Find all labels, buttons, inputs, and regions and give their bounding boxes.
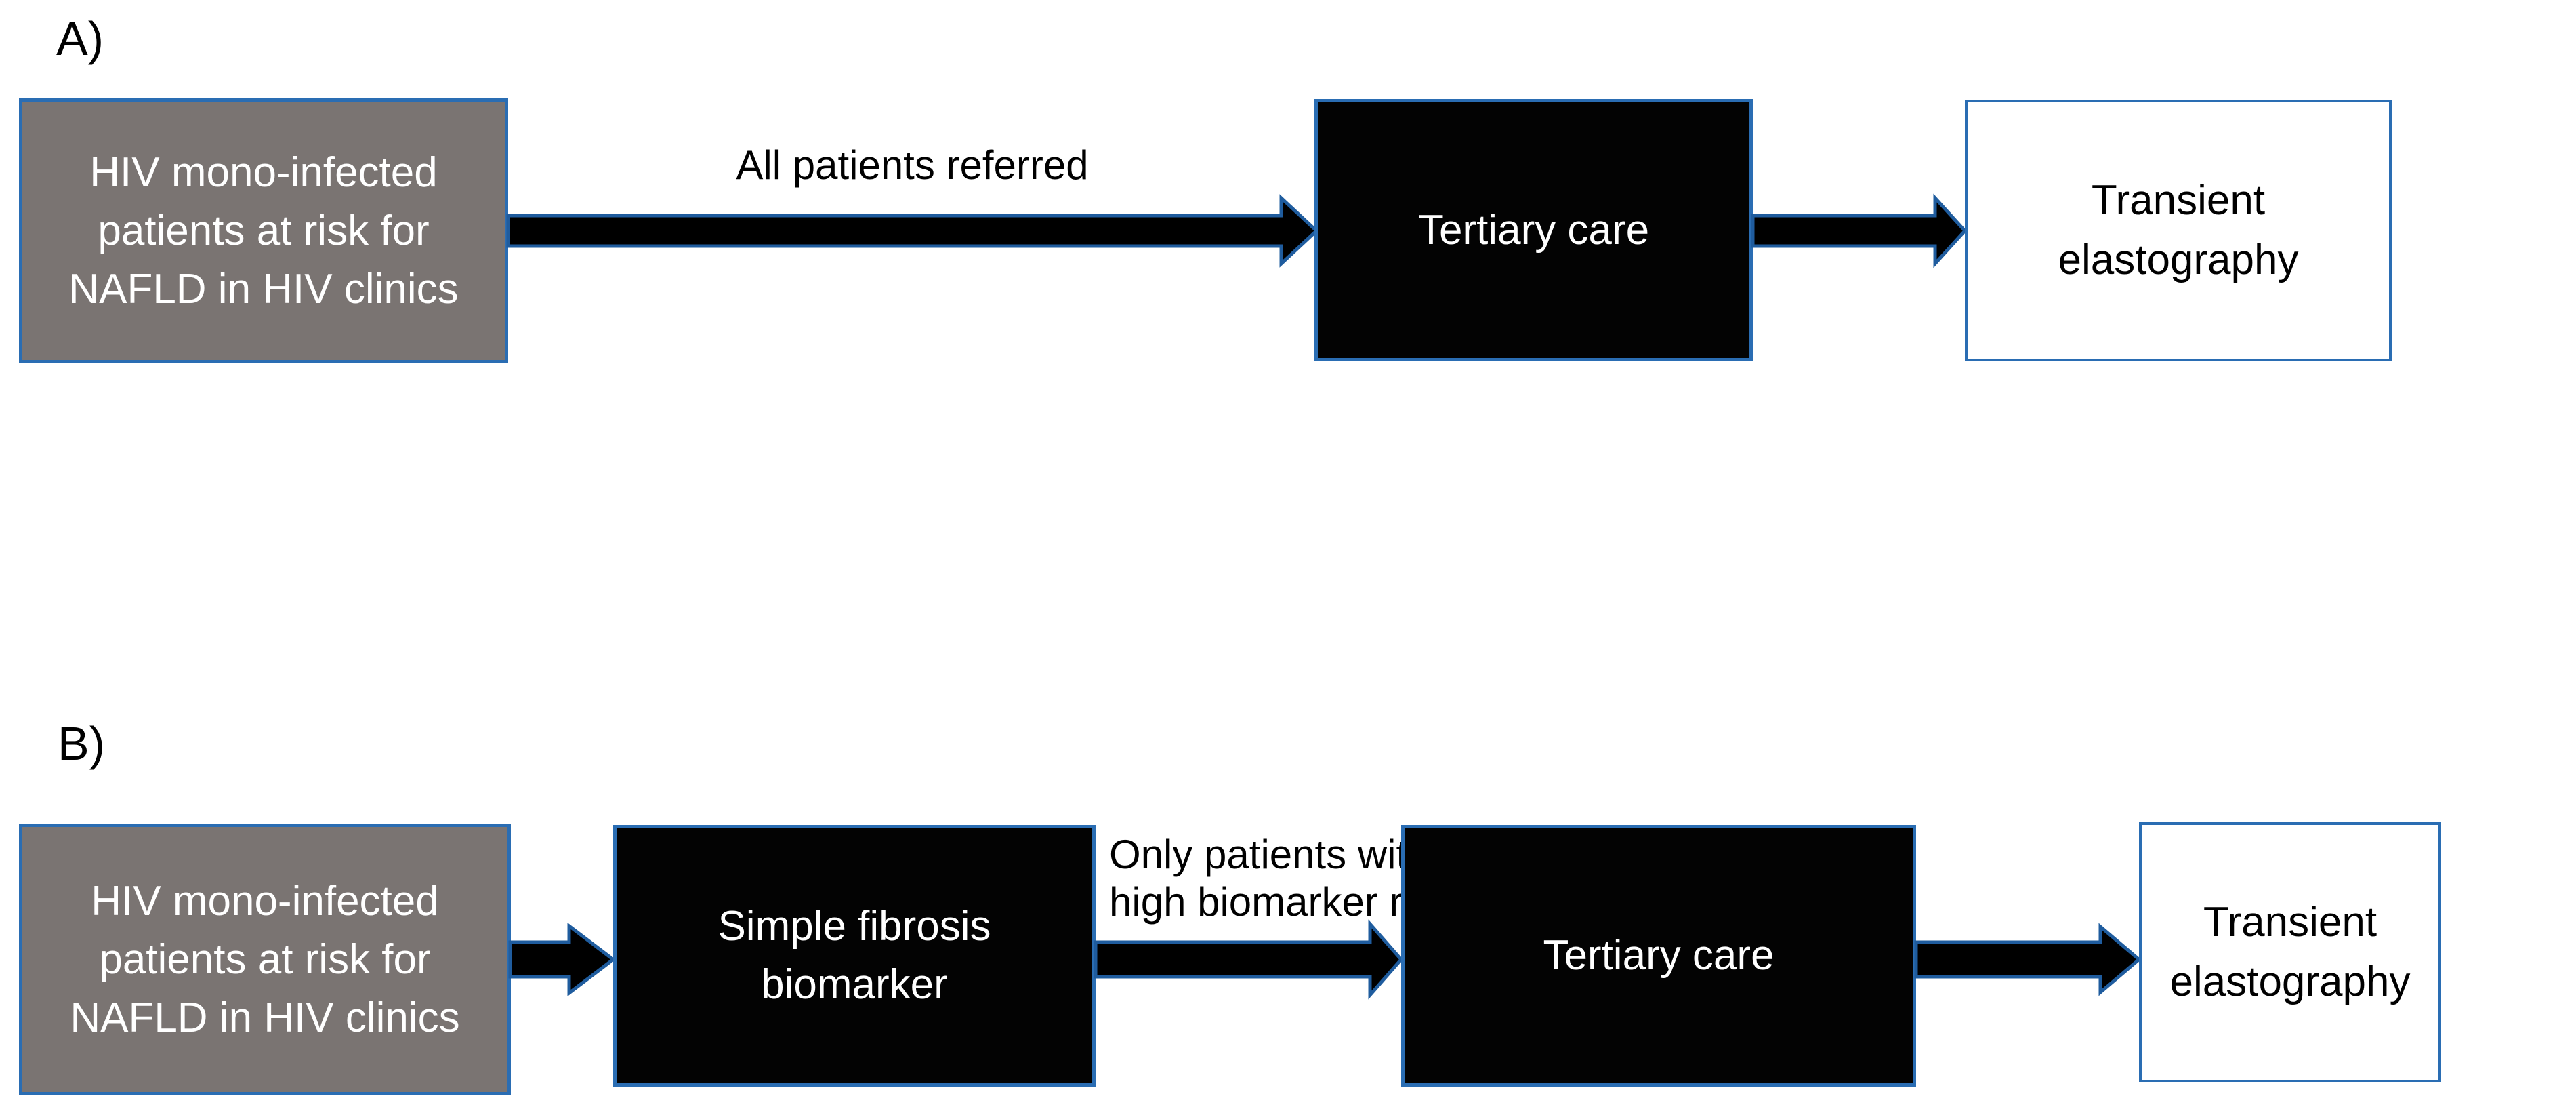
- panel-b-label: B): [58, 717, 105, 770]
- arrow-right-icon: [1751, 193, 1968, 268]
- panel-b-tertiary-care-box: Tertiary care: [1401, 825, 1916, 1087]
- tertiary-care-label: Tertiary care: [1543, 932, 1774, 979]
- elastography-box-line: Transient: [2091, 177, 2266, 224]
- population-box-line: HIV mono-infected: [89, 148, 438, 196]
- biomarker-box-line: biomarker: [761, 961, 948, 1008]
- panel-a-transient-elastography-box: Transient elastography: [1965, 100, 2392, 361]
- arrow-right-icon: [1094, 919, 1404, 1000]
- elastography-box-line: elastography: [2058, 237, 2299, 283]
- elastography-box-line: elastography: [2169, 958, 2411, 1005]
- population-box-line: NAFLD in HIV clinics: [68, 265, 459, 312]
- panel-a-population-box: HIV mono-infected patients at risk for N…: [19, 98, 508, 363]
- population-box-line: patients at risk for: [99, 935, 431, 983]
- arrow-label-line: Only patients with: [1109, 832, 1430, 877]
- panel-a-arrow1-label: All patients referred: [736, 142, 1089, 188]
- elastography-box-line: Transient: [2203, 899, 2377, 946]
- panel-b-biomarker-box: Simple fibrosis biomarker: [613, 825, 1096, 1087]
- tertiary-care-label: Tertiary care: [1417, 206, 1650, 254]
- arrow-right-icon: [1914, 923, 2142, 996]
- biomarker-box-line: Simple fibrosis: [718, 903, 991, 950]
- arrow-right-icon: [506, 194, 1319, 268]
- panel-b-population-box: HIV mono-infected patients at risk for N…: [19, 824, 511, 1095]
- population-box-line: patients at risk for: [98, 207, 430, 254]
- population-box-line: NAFLD in HIV clinics: [70, 994, 460, 1041]
- population-box-line: HIV mono-infected: [91, 877, 439, 925]
- arrow-right-icon: [508, 922, 617, 997]
- panel-b-transient-elastography-box: Transient elastography: [2139, 822, 2441, 1082]
- panel-a-label: A): [56, 12, 104, 65]
- panel-a-tertiary-care-box: Tertiary care: [1314, 99, 1753, 361]
